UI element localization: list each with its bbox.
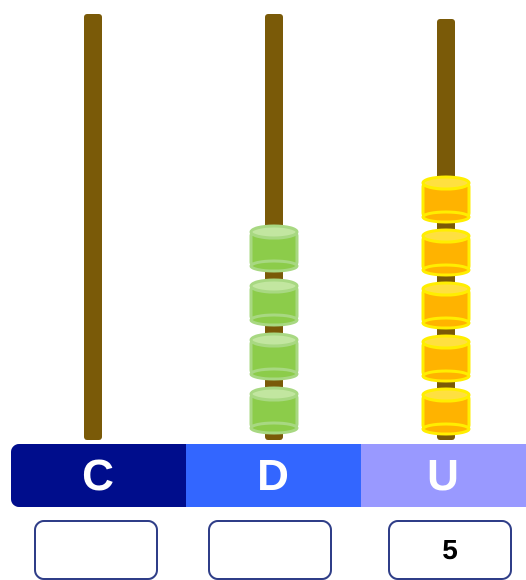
header-u: U [361, 444, 526, 507]
header-d-label: D [257, 451, 290, 501]
unidades-bead-5[interactable] [420, 175, 472, 225]
unidades-bead-4[interactable] [420, 228, 472, 278]
header-d: D [186, 444, 361, 507]
unidades-bead-2[interactable] [420, 334, 472, 384]
rod-c [84, 14, 102, 440]
decenas-bead-2[interactable] [248, 332, 300, 382]
answer-box-d[interactable] [208, 520, 332, 580]
answer-box-u[interactable]: 5 [388, 520, 512, 580]
answer-box-c[interactable] [34, 520, 158, 580]
decenas-bead-1[interactable] [248, 386, 300, 436]
decenas-bead-3[interactable] [248, 278, 300, 328]
unidades-bead-1[interactable] [420, 387, 472, 437]
header-c-label: C [82, 451, 115, 501]
header-u-label: U [427, 451, 460, 501]
header-c: C [11, 444, 186, 507]
unidades-bead-3[interactable] [420, 281, 472, 331]
decenas-bead-4[interactable] [248, 224, 300, 274]
